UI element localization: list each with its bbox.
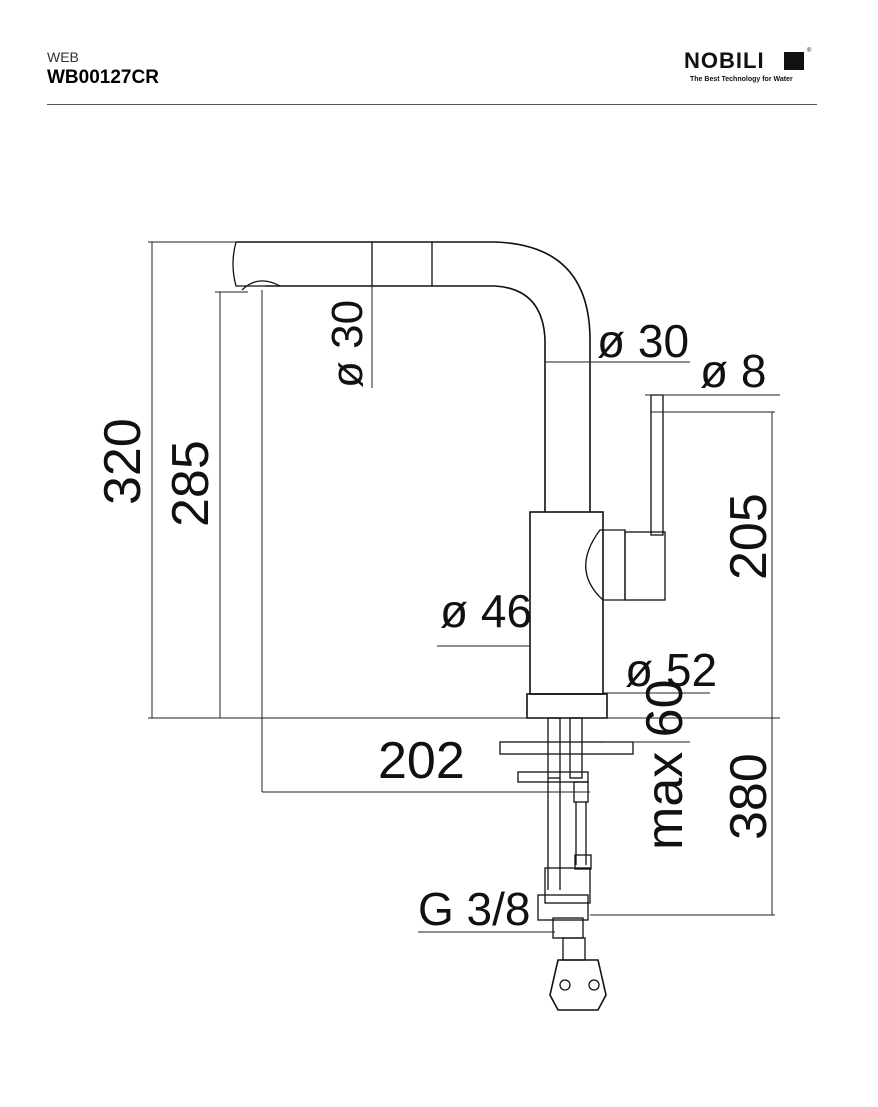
- dim-lever-height: 205: [720, 493, 778, 580]
- header-divider: [47, 104, 817, 105]
- dim-lever-diameter: ø 8: [700, 345, 766, 397]
- product-series: WEB: [47, 49, 79, 65]
- dimension-labels: ø 30 ø 30 ø 8 ø 46 ø 52 320 285 205 202 …: [94, 300, 778, 935]
- product-code: WB00127CR: [47, 67, 159, 88]
- dim-spout-diameter: ø 30: [323, 300, 372, 388]
- dim-max-deck-thickness: max 60: [636, 679, 694, 850]
- dimension-lines: [148, 241, 780, 933]
- dim-hose-length: 380: [720, 753, 778, 840]
- dim-outlet-height: 285: [162, 440, 220, 527]
- dim-upper-diameter: ø 30: [597, 315, 689, 367]
- brand-logo: NOBILI ® The Best Technology for Water: [684, 48, 818, 90]
- brand-tagline: The Best Technology for Water: [690, 76, 793, 83]
- dim-body-diameter: ø 46: [440, 585, 532, 637]
- nobili-logo-mark-icon: [784, 52, 804, 70]
- brand-name: NOBILI: [684, 48, 765, 73]
- registered-mark: ®: [807, 48, 812, 54]
- dim-base-diameter: ø 52: [625, 644, 717, 696]
- dim-connection: G 3/8: [418, 883, 531, 935]
- dim-reach: 202: [378, 732, 465, 790]
- dim-total-height: 320: [94, 418, 152, 505]
